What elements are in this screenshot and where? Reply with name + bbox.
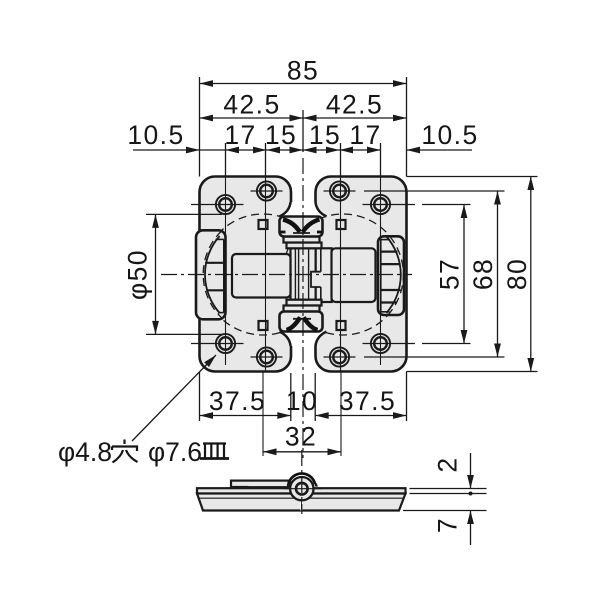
svg-text:7: 7 [433,517,463,533]
svg-text:φ7.6: φ7.6 [148,437,202,467]
svg-text:42.5: 42.5 [326,90,383,120]
svg-text:φ50: φ50 [123,249,153,300]
svg-text:17: 17 [224,120,256,150]
svg-text:32: 32 [285,422,317,452]
svg-text:10: 10 [286,386,318,416]
svg-text:2: 2 [433,456,463,472]
svg-text:37.5: 37.5 [339,386,396,416]
svg-text:10.5: 10.5 [127,120,184,150]
svg-text:15: 15 [265,120,297,150]
svg-text:85: 85 [287,56,319,86]
svg-text:15: 15 [309,120,341,150]
svg-text:φ4.8: φ4.8 [58,437,112,467]
svg-text:57: 57 [435,258,465,290]
svg-text:10.5: 10.5 [421,120,478,150]
svg-text:80: 80 [502,258,532,290]
svg-text:17: 17 [349,120,381,150]
svg-text:42.5: 42.5 [223,90,280,120]
svg-text:68: 68 [468,258,498,290]
svg-text:37.5: 37.5 [209,386,266,416]
